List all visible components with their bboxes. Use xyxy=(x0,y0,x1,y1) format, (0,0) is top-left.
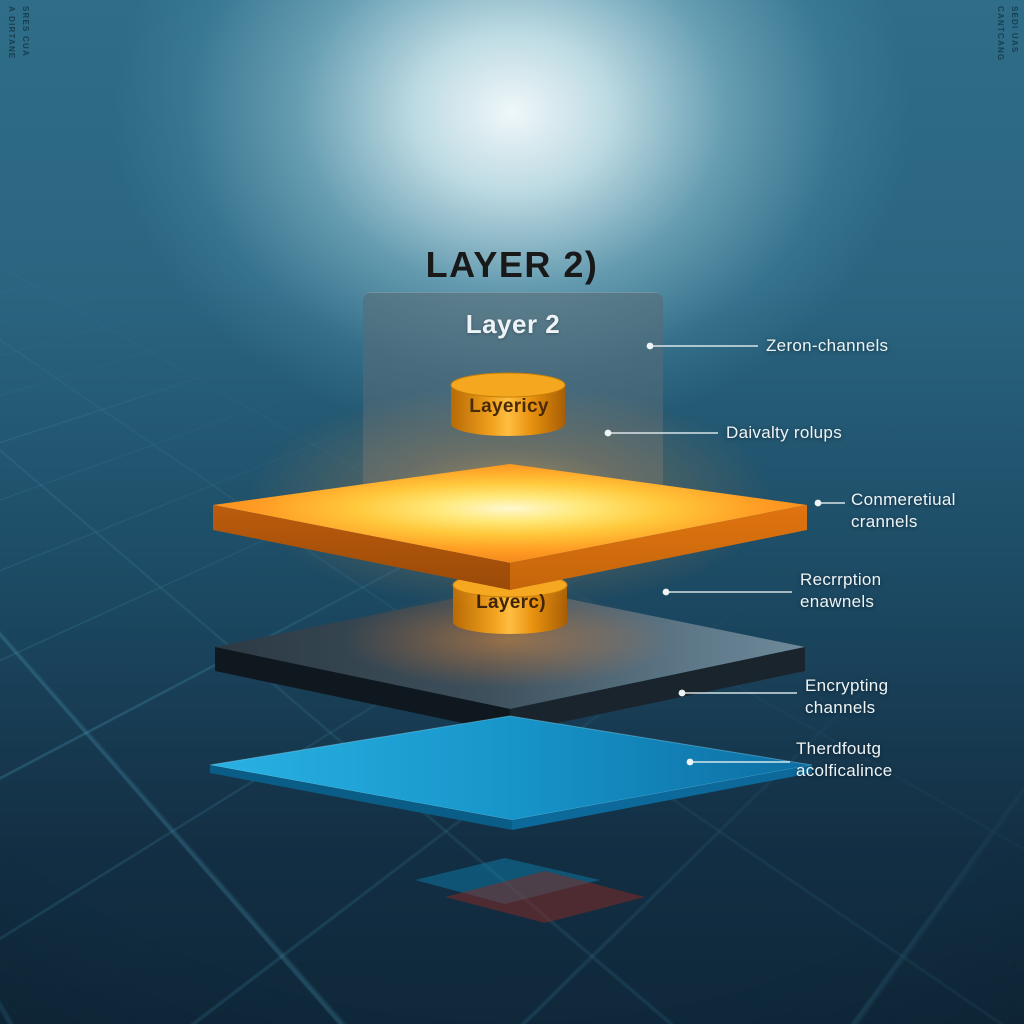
callout-label: Recrrption enawnels xyxy=(800,570,882,611)
corner-text: CLICHSE xyxy=(996,963,1005,1007)
callout-dot xyxy=(646,342,654,350)
diagram-title: LAYER 2) xyxy=(425,244,599,285)
corner-text-top-right: CANTCANG SEDI UAS xyxy=(996,6,1019,61)
callout-label: Conmeretiual crannels xyxy=(851,490,956,531)
corner-text: EMILHMUS xyxy=(21,961,30,1014)
corner-text: ETIOTAME xyxy=(7,961,16,1013)
callout-label: Therdfoutg acolficalince xyxy=(796,739,893,780)
corner-text: A DIRTANE xyxy=(7,6,16,60)
cylinder-bottom-label: Layerc) xyxy=(476,592,546,613)
callout-dot xyxy=(678,689,686,697)
callout-label: Daivalty rolups xyxy=(726,423,842,442)
corner-text-top-left: A DIRTANE SRES CUA xyxy=(7,6,30,59)
corner-text: SEMITUNE xyxy=(1010,963,1019,1014)
corner-text: SEDI UAS xyxy=(1010,6,1019,54)
corner-text-bottom-left: ETIOTAME EMILHMUS xyxy=(7,962,30,1014)
blue-layer xyxy=(209,715,813,830)
corner-text: SRES CUA xyxy=(21,6,30,57)
corner-text: CANTCANG xyxy=(996,6,1005,62)
callout-dot xyxy=(686,758,694,766)
cylinder-top-label: Layericy xyxy=(469,396,549,417)
callout-label: Zeron-channels xyxy=(766,336,889,355)
callout-label: Encrypting channels xyxy=(805,676,889,717)
callout-dot xyxy=(814,499,822,507)
corner-text-bottom-right: CLICHSE SEMITUNE xyxy=(996,963,1019,1014)
callout-dot xyxy=(662,588,670,596)
callout-dot xyxy=(604,429,612,437)
